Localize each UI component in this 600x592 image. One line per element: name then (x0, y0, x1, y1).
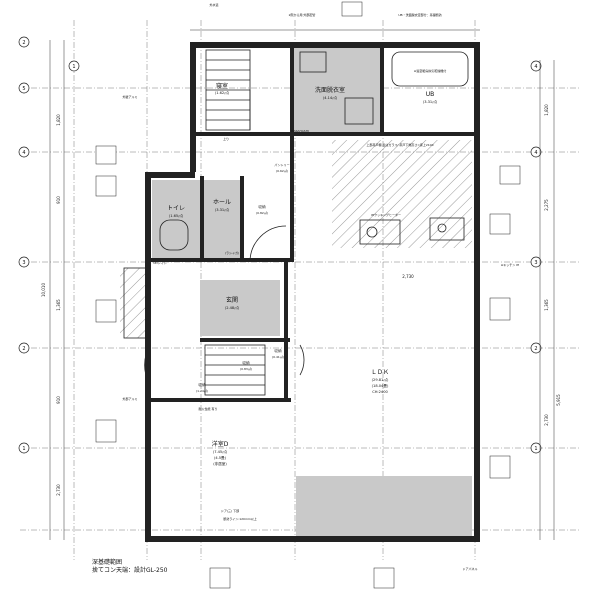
grid-y-4: 2 (22, 346, 25, 352)
room-storage-c-area: (1.24㎡) (196, 388, 208, 393)
footer-left-2: 捨てコン天端：設計GL-250 (92, 566, 168, 574)
footer-left-1: 深基礎範囲 (92, 558, 122, 566)
dim-right-1: 1,820 (544, 104, 549, 116)
dim-right-2: 2,275 (544, 199, 549, 211)
room-toilet-name: トイレ (167, 205, 185, 212)
room-storage-a-name: 収納 (274, 348, 282, 353)
room-bedroom-top-area: (1.62㎡) (215, 90, 230, 95)
room-western-d-tatami: (4.5畳) (214, 455, 227, 460)
room-bedroom-top-name: 寝室 (216, 82, 228, 90)
grid-bubbles-top: 1 2 3 4 5 4 3 2 1 4 3 2 1 (18, 4, 542, 454)
room-storage-c-name: 収納 (198, 382, 206, 387)
grid-y-1: 5 (22, 86, 25, 92)
room-storage-a-area: (0.41㎡) (272, 354, 284, 359)
hall-note: (ラシャガ) (225, 250, 239, 255)
room-entrance-area: (2.48㎡) (225, 305, 240, 310)
room-western-d-note: (非居室) (213, 461, 227, 466)
bottom-note: ドア(三) 下部 (221, 508, 239, 513)
tag-boxes (95, 1, 521, 589)
room-western-d-name: 洋室D (212, 440, 229, 448)
grid-x-2: 2 (22, 40, 25, 46)
outdoor-unit-label: 外水道 (209, 2, 218, 7)
room-ldk-area: (29.81㎡) (372, 377, 389, 382)
grid-y-2: 4 (22, 150, 25, 156)
room-toilet-area: (1.65㎡) (169, 213, 184, 218)
grid-y-4-right: 2 (534, 346, 537, 352)
ldk-floor-fill (296, 476, 472, 536)
ldk-dimension: 2,730 (402, 274, 414, 279)
storage-note: 耐火性能 有り (199, 406, 218, 411)
dim-left-5: 2,730 (56, 484, 61, 496)
grid-y-2-right: 4 (534, 150, 537, 156)
room-western-d-area: (7.45㎡) (213, 449, 228, 454)
dim-total-left: 10,010 (41, 283, 46, 297)
room-ldk-tatami: (18.04畳) (372, 383, 389, 388)
room-storage-mid-area: (0.82㎡) (256, 210, 268, 215)
room-storage-b-area: (0.83㎡) (240, 366, 252, 371)
window-note-1: 外壁アルミ (123, 94, 138, 99)
grid-y-5: 1 (22, 446, 25, 452)
dim-left-3: 1,365 (56, 299, 61, 311)
room-storage-b-name: 収納 (242, 360, 250, 365)
room-labels: 寝室 (1.62㎡) 洗面脱衣室 (4.14㎡) UB (3.31㎡) トイレ … (167, 82, 438, 466)
dim-right-3: 1,365 (544, 299, 549, 311)
footer: 深基礎範囲 捨てコン天端：設計GL-250 (92, 558, 168, 574)
dim-left-2: 910 (56, 196, 61, 204)
room-storage-mid-name: 収納 (258, 204, 266, 209)
grid-y-3: 3 (22, 260, 25, 266)
room-ub-name: UB (426, 91, 435, 98)
island-label: IHクッキングヒーター (371, 212, 401, 217)
hall-fill (200, 180, 240, 260)
grid-x-1: 1 (72, 64, 75, 70)
grid-y-5-right: 1 (534, 446, 537, 452)
room-washroom-name: 洗面脱衣室 (315, 86, 345, 94)
kitchen-note: 上部吊戸棚 扉はガラス/ 吊戸下端高さ=床上2100 (366, 142, 433, 147)
interior-note: 断熱ライン:120mm以上 (223, 516, 257, 521)
grid-x-4: 4 (534, 64, 537, 70)
fixtures (123, 49, 469, 396)
dim-left-4: 910 (56, 396, 61, 404)
window-note-2: 外部アルミ (123, 396, 138, 401)
plan-label: HARAHASHI (291, 129, 309, 133)
room-entrance-name: 玄関 (226, 296, 238, 304)
stair-note: 上り (223, 136, 229, 141)
dim-total-right: 5,915 (556, 394, 561, 406)
washroom-fill (292, 48, 380, 132)
top-note: 2階から用 外部配管 (289, 12, 316, 17)
kitchen-hatch (332, 140, 472, 248)
room-ub-area: (3.31㎡) (423, 99, 438, 104)
closet-area: (0.62㎡) (276, 168, 288, 173)
bath-caption: ※浴室暖房換気乾燥機付 (414, 68, 447, 73)
dimension-lines: 10,010 5,915 1,820 910 1,365 910 2,730 1… (41, 29, 561, 540)
pantry-label: パントリー (274, 162, 289, 167)
room-ldk-ch: CH:2400 (372, 390, 388, 394)
dim-left-1: 1,820 (56, 114, 61, 126)
annotations: 外水道 2階から用 外部配管 UB・洗面脱衣室部分：基礎断熱 ※浴室暖房換気乾燥… (123, 2, 520, 571)
corner-note: ドアパネル (463, 566, 478, 571)
top-right-note: UB・洗面脱衣室部分：基礎断熱 (398, 12, 441, 17)
entrance-fill (200, 280, 280, 336)
walls (145, 42, 480, 542)
room-hall-name: ホール (213, 199, 231, 206)
entrance-note: UDトイレ (153, 261, 167, 265)
kitchen-label: ※キッチン IH (501, 262, 520, 267)
dim-right-4: 2,730 (544, 414, 549, 426)
room-hall-area: (3.31㎡) (215, 207, 230, 212)
room-ldk-name: ＬＤＫ (371, 369, 389, 376)
room-washroom-area: (4.14㎡) (323, 95, 338, 100)
grid-y-3-right: 3 (534, 260, 537, 266)
